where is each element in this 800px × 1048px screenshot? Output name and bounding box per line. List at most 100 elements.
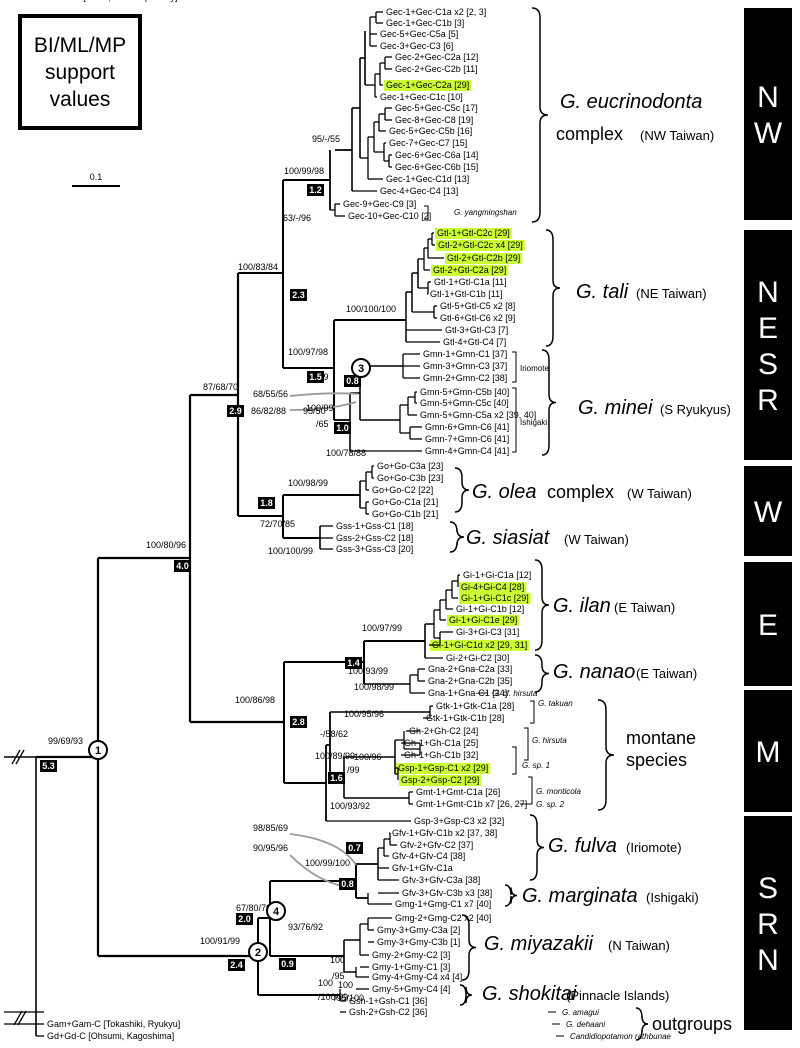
region-label: M — [756, 736, 781, 769]
scale-bar-label: 0.1 — [90, 172, 103, 182]
tip-label: Gsh-2+Gsh-C2 [36] — [349, 1007, 427, 1017]
tip-label: Gtl-2+Gtl-C2c x4 [29] — [438, 240, 523, 250]
support-value: 100/99/100 — [305, 858, 350, 868]
branch-length-value: 4.0 — [176, 561, 189, 571]
clade-label-nanao-loc: (E Taiwan) — [636, 666, 697, 681]
support-value: 100/97/98 — [288, 347, 328, 357]
tip-label: Gtk-1+Gtk-C1b [28] — [426, 713, 504, 723]
support-value: 100 — [318, 978, 333, 988]
region-bar — [744, 8, 792, 220]
branch-length-value: 0.8 — [346, 376, 359, 386]
tip-highlight — [436, 240, 525, 251]
clade-label-siasiat-sp: G. siasiat — [466, 527, 551, 549]
branch-length-value: 1.0 — [336, 423, 349, 433]
tip-label: Gfv-3+Gfv-C3b x3 [38] — [402, 888, 492, 898]
support-value: 95/50 — [303, 406, 326, 416]
clade-label-olea-complex: complex — [547, 482, 614, 502]
clade-label-nanao-sp: G. nanao — [553, 661, 635, 683]
tip-label: Gi-1+Gi-C1d x2 [29, 31] — [432, 640, 527, 650]
pointer-line — [289, 833, 357, 866]
region-bar — [744, 230, 792, 460]
tip-label: Gec-10+Gec-C10 [2] — [348, 211, 431, 221]
node-circle — [266, 901, 286, 921]
clade-label-shokitai-sp: G. shokitai — [482, 983, 577, 1005]
tip-label: Go+Go-C1b [21] — [372, 509, 438, 519]
tip-label: Gfv-2+Gfv-C2 [37] — [400, 840, 473, 850]
node-circle — [248, 942, 268, 962]
region-letter: E — [758, 609, 778, 642]
tip-label: Gsp-3+Gsp-C3 x2 [32] — [414, 816, 504, 826]
tip-label: Gi-1+Gi-C1a [12] — [463, 570, 531, 580]
clade-label-ilan-sp: G. ilan — [553, 595, 611, 617]
tip-label: Gi-1+Gi-C1e [29] — [449, 615, 517, 625]
branch-length-box — [174, 560, 191, 572]
tip-label: Gmn-5+Gmn-C5b [40] — [420, 387, 509, 397]
support-value: 100/98/99 — [354, 682, 394, 692]
branch-length-box — [40, 760, 57, 772]
clade-label-olea-sp: G. olea — [472, 481, 536, 503]
tip-highlight — [431, 265, 509, 276]
branch-length-value: 2.9 — [229, 406, 242, 416]
clade-label-candidiopotamon: Candidiopotamon rathbunae — [570, 1032, 672, 1041]
pointer-lines — [289, 392, 359, 889]
region-bar — [744, 466, 792, 556]
tip-label: Gsp-1+Gsp-C1 x2 [29] — [398, 763, 488, 773]
tip-label: Gtl-1+Gtl-C2c [29] — [437, 228, 510, 238]
support-value: /65 — [316, 419, 329, 429]
support-value: 90/95/96 — [253, 843, 288, 853]
support-value: /99 — [347, 765, 360, 775]
support-value: 100/98/99 — [288, 478, 328, 488]
clade-label-hirsuta: G. hirsuta — [532, 736, 567, 745]
branch-length-value: 0.7 — [348, 843, 361, 853]
support-value: 100/100/100 — [346, 304, 396, 314]
clade-label-tali-loc: (NE Taiwan) — [636, 286, 707, 301]
sub-bracket — [512, 351, 517, 383]
tip-label: Go+Go-C3a [23] — [377, 461, 443, 471]
tip-highlight — [430, 640, 530, 651]
tip-label: Gmy-1+Gmy-C1 [3] — [372, 962, 450, 972]
tip-highlight — [396, 763, 491, 774]
branch-length-value: 1.5 — [309, 372, 322, 382]
tip-highlight — [435, 228, 512, 239]
support-value: 100/95/96 — [344, 709, 384, 719]
clade-brackets — [424, 7, 649, 1041]
axis-break — [17, 1010, 27, 1026]
sub-bracket — [528, 776, 533, 805]
tip-label: Gmn-2+Gmn-C2 [38] — [423, 373, 507, 383]
branch-length-value: 1.8 — [260, 498, 273, 508]
clade-bracket — [459, 984, 473, 1006]
tip-label: Gec-1+Gec-C2a [29] — [386, 80, 469, 90]
tip-label: Gec-2+Gec-C2a [12] — [395, 52, 478, 62]
branch-length-box — [345, 657, 362, 669]
support-value: 98/85/69 — [253, 823, 288, 833]
tip-highlight — [399, 775, 482, 786]
tip-highlight — [459, 582, 527, 593]
clade-bracket — [541, 349, 557, 456]
axis-break — [13, 1010, 23, 1026]
legend-box: BI/ML/MP support values — [18, 14, 142, 130]
clade-label-eucrinodonta-sp: G. eucrinodonta — [560, 91, 702, 113]
clade-label-miyazakii-sp: G. miyazakii — [484, 933, 593, 955]
sub-bracket — [524, 727, 529, 761]
clade-label-siasiat-loc: (W Taiwan) — [564, 532, 629, 547]
branch-length-value: 1.6 — [330, 773, 343, 783]
tip-label: Gi-3+Gi-C3 [31] — [456, 627, 519, 637]
support-value: 86/82/88 — [251, 406, 286, 416]
sub-bracket — [424, 205, 429, 221]
tip-highlight — [459, 593, 531, 604]
pointer-line — [289, 392, 359, 397]
region-letter: M — [756, 736, 781, 769]
tip-label: Gec-5+Gec-C5a [5] — [380, 29, 458, 39]
branch-length-box — [228, 959, 245, 971]
support-value: 100/86/98 — [235, 695, 275, 705]
support-value: 100/78/88 — [326, 448, 366, 458]
support-value: 93/76/92 — [288, 922, 323, 932]
tip-label: Gtk-1+Gtk-C1a [28] — [436, 701, 514, 711]
support-value: 100/83/84 — [238, 262, 278, 272]
region-bar — [744, 562, 792, 686]
support-value: 87/68/70 — [203, 382, 238, 392]
support-value: /95/100 — [334, 993, 364, 1003]
support-value: 100/99 — [306, 403, 334, 413]
node-circle — [88, 740, 108, 760]
